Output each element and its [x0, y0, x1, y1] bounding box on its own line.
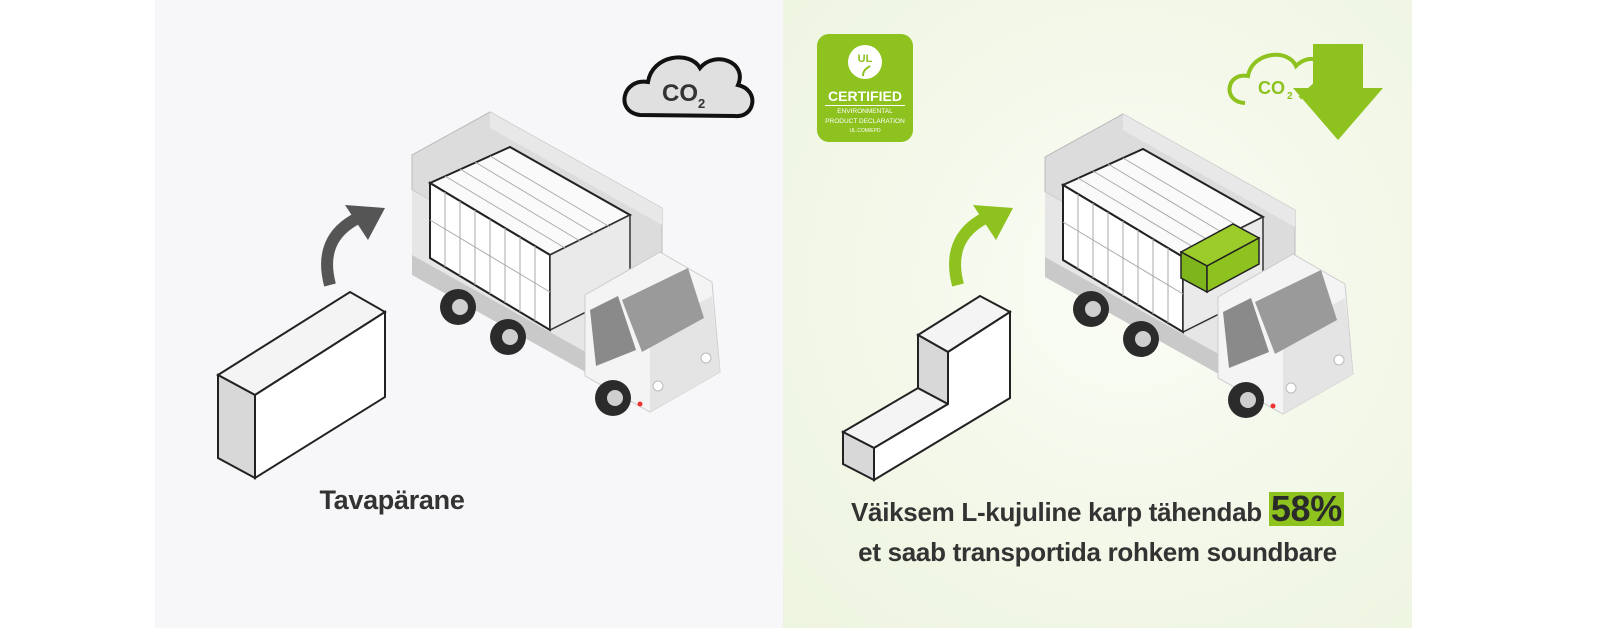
badge-title: CERTIFIED: [825, 88, 905, 106]
l-shaped-caption: Väiksem L-kujuline karp tähendab 58% et …: [783, 488, 1412, 572]
badge-line2: PRODUCT DECLARATION: [825, 118, 905, 125]
svg-text:2: 2: [698, 96, 705, 111]
ul-logo-icon: UL: [848, 45, 882, 79]
curved-arrow-icon: [949, 205, 1013, 287]
svg-text:CO: CO: [1258, 78, 1285, 98]
box-icon: [216, 290, 387, 480]
down-arrow-icon: [1293, 44, 1383, 140]
caption-line1: Väiksem L-kujuline karp tähendab: [851, 497, 1262, 527]
svg-text:2: 2: [1287, 91, 1293, 102]
curved-arrow-icon: [321, 205, 385, 287]
percent-highlight: 58%: [1268, 488, 1344, 529]
caption-line2: et saab transportida rohkem soundbare: [858, 537, 1337, 567]
co2-cloud-icon: CO 2: [622, 55, 755, 119]
svg-text:UL: UL: [858, 53, 873, 65]
green-box-highlight: [1179, 223, 1261, 294]
truck-icon: [411, 111, 721, 417]
badge-line3: UL.COM/EPD: [849, 128, 881, 134]
conventional-caption: Tavapärane: [319, 485, 465, 515]
badge-line1: ENVIRONMENTAL: [837, 108, 893, 115]
ul-certified-badge: UL CERTIFIED ENVIRONMENTAL PRODUCT DECLA…: [817, 34, 913, 142]
l-box-icon: [840, 294, 1012, 482]
svg-text:CO: CO: [662, 80, 698, 107]
